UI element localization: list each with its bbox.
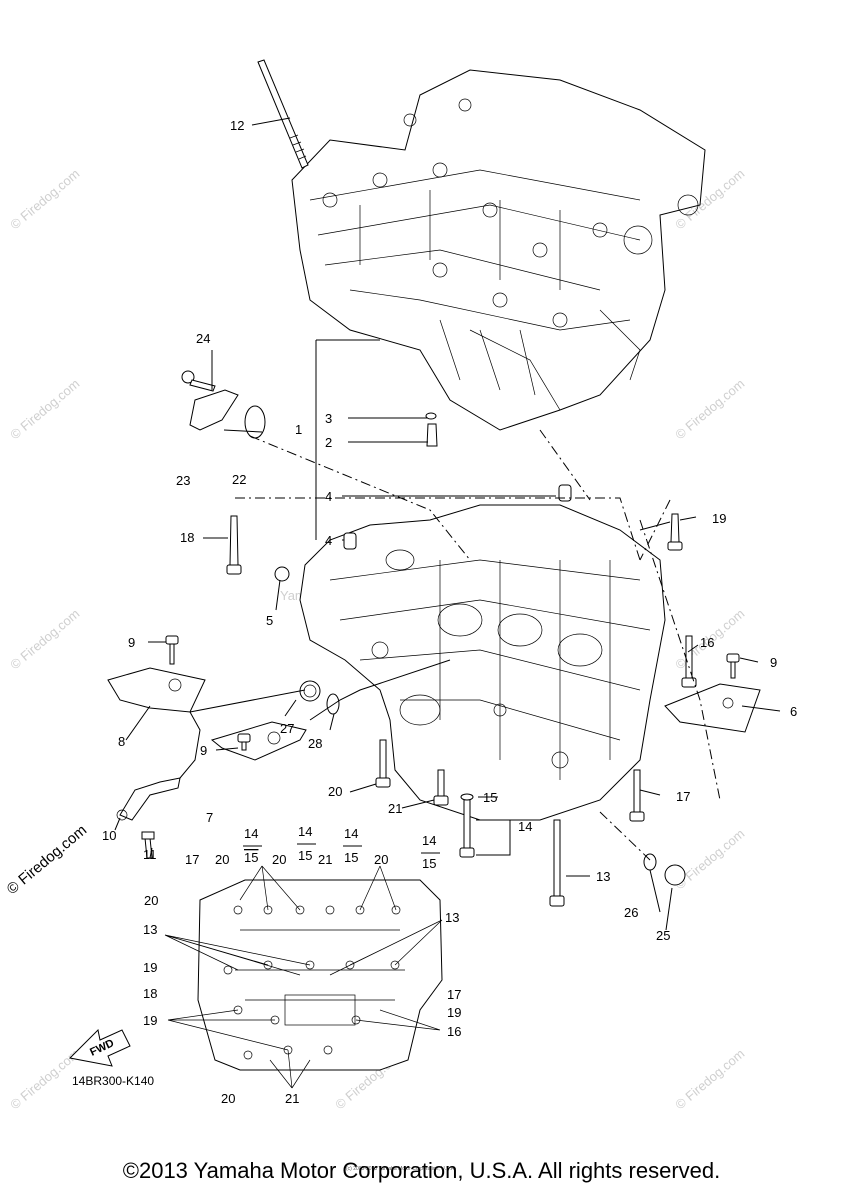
dowel-pins [343,484,572,550]
callout-9b: 9 [200,743,207,758]
bv-19c: 19 [447,1005,461,1020]
callout-22: 22 [232,472,246,487]
bv-20a: 20 [215,852,229,867]
callout-15a: 15 [483,790,497,805]
bv-13b: 13 [445,910,459,925]
watermark-top-left: © Firedog.com [7,166,82,232]
copyright-notice: ©2013 Yamaha Motor Corporation, U.S.A. A… [122,1158,721,1183]
callout-28: 28 [308,736,322,751]
bv-15c: 15 [344,850,358,865]
plugs-and-seals [181,370,686,886]
oil-jet-parts [425,412,438,447]
crankcase-bolts [226,513,697,907]
callout-18a: 18 [180,530,194,545]
bv-17a: 17 [185,852,199,867]
callout-17a: 17 [676,789,690,804]
bv-14c: 14 [344,826,358,841]
callout-2: 2 [325,435,332,450]
bv-20c: 20 [374,852,388,867]
watermark-mid-left: © Firedog.com [7,376,82,442]
callout-16a: 16 [700,635,714,650]
callout-4a: 4 [325,489,332,504]
lower-crankcase [299,504,666,821]
bv-21b: 21 [285,1091,299,1106]
callout-25: 25 [656,928,670,943]
bv-13a: 13 [143,922,157,937]
stud-bolt-12 [257,59,309,169]
callout-6: 6 [790,704,797,719]
bv-15a: 15 [244,850,258,865]
callout-27: 27 [280,721,294,736]
callout-24: 24 [196,331,210,346]
callout-labels: 1 2 3 4 4 5 6 7 8 9 9 9 10 11 12 13 14 1… [102,118,797,1106]
bv-16a: 16 [447,1024,461,1039]
bv-19a: 19 [143,960,157,975]
callout-9c: 9 [770,655,777,670]
watermark-left-dark: © Firedog.com [4,822,90,898]
callout-19a: 19 [712,511,726,526]
callout-3: 3 [325,411,332,426]
bottom-view [164,865,443,1089]
callout-23: 23 [176,473,190,488]
bv-17b: 17 [447,987,461,1002]
bv-20e: 20 [221,1091,235,1106]
callout-21a: 21 [388,801,402,816]
bv-14a: 14 [244,826,258,841]
bv-15b: 15 [298,848,312,863]
callout-4b: 4 [325,533,332,548]
watermark-mid-right: © Firedog.com [672,376,747,442]
callout-8: 8 [118,734,125,749]
callout-26: 26 [624,905,638,920]
diagram-code: 14BR300-K140 [72,1074,154,1088]
watermark-left-2: © Firedog.com [7,606,82,672]
callout-5: 5 [266,613,273,628]
callout-9a: 9 [128,635,135,650]
bv-14b: 14 [298,824,312,839]
callout-14a: 14 [518,819,532,834]
bv-14d: 14 [422,833,436,848]
leader-lines [114,117,781,931]
bv-19b: 19 [143,1013,157,1028]
callout-13a: 13 [596,869,610,884]
fine-print: (c) 2005-2013 Yamaha Motor Corporation, … [346,1166,456,1172]
fwd-arrow: FWD [68,1028,131,1067]
callout-11: 11 [143,847,157,862]
upper-crankcase [291,69,706,431]
callout-7: 7 [206,810,213,825]
bracket-parts [116,777,181,859]
screws-9 [165,635,740,751]
callout-12: 12 [230,118,244,133]
watermark-right-3: © Firedog.com [672,826,747,892]
bv-20d: 20 [144,893,158,908]
callout-20a: 20 [328,784,342,799]
bv-18a: 18 [143,986,157,1001]
callout-10: 10 [102,828,116,843]
covers [107,667,761,761]
callout-1: 1 [295,422,302,437]
watermark-bottom-right: © Firedog.com [672,1046,747,1112]
bv-21a: 21 [318,852,332,867]
bv-15d: 15 [422,856,436,871]
bv-20b: 20 [272,852,286,867]
